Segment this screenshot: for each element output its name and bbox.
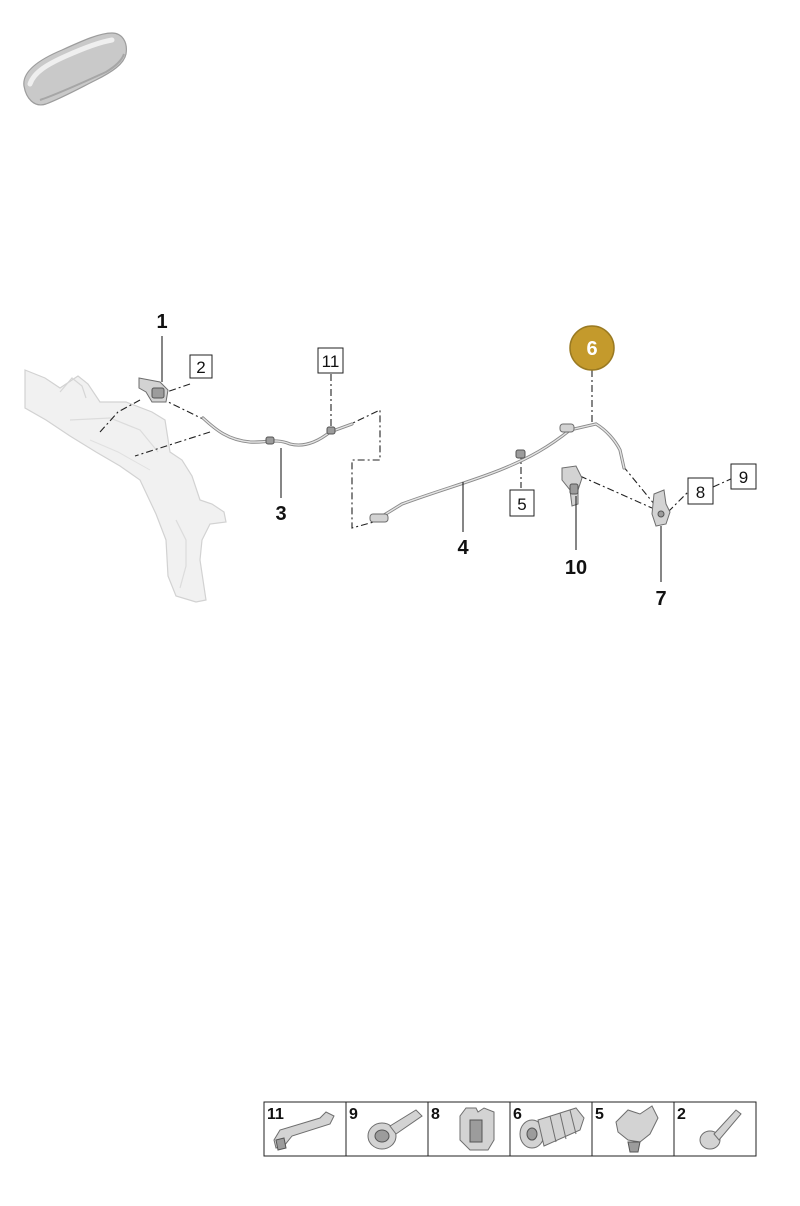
svg-text:9: 9 — [739, 468, 748, 487]
screw-icon — [699, 1109, 742, 1150]
car-silhouette-icon[interactable] — [23, 32, 127, 106]
flange-bolt-icon — [367, 1109, 423, 1150]
grommet-icon — [519, 1107, 585, 1149]
legend-cell[interactable]: 2 — [677, 1106, 742, 1150]
leader-lines — [161, 336, 662, 582]
release-lever-part[interactable] — [138, 377, 169, 403]
legend-cell[interactable]: 11 — [267, 1106, 335, 1151]
boxed-label-8[interactable]: 8 — [687, 477, 714, 505]
cable-3 — [201, 416, 354, 447]
front-body-frame — [24, 369, 227, 603]
assembly-lines — [99, 370, 734, 529]
callout-7: 7 — [655, 588, 666, 610]
clip-bracket-icon — [273, 1111, 335, 1151]
boxed-label-9[interactable]: 9 — [730, 463, 757, 490]
callout-1: 1 — [156, 311, 167, 333]
boxed-label-11[interactable]: 11 — [317, 347, 344, 374]
hood-lock-part[interactable] — [651, 489, 671, 527]
spring-nut-clip-icon — [459, 1107, 495, 1151]
legend-cell[interactable]: 8 — [431, 1106, 495, 1151]
legend-number: 5 — [595, 1106, 604, 1123]
legend-number: 8 — [431, 1106, 440, 1123]
highlight-label: 6 — [586, 338, 597, 360]
svg-text:2: 2 — [196, 358, 205, 377]
callout-10: 10 — [565, 557, 587, 579]
cable-4 — [369, 422, 626, 523]
legend-number: 11 — [267, 1106, 284, 1123]
legend-number: 9 — [349, 1106, 358, 1123]
legend-number: 6 — [513, 1106, 522, 1123]
highlight-circle — [569, 325, 615, 371]
cable-holder-clip-icon — [615, 1105, 659, 1153]
boxed-label-5[interactable]: 5 — [509, 489, 535, 517]
svg-text:5: 5 — [517, 495, 526, 514]
callout-4: 4 — [457, 537, 469, 559]
parts-legend: 11 9 8 6 — [263, 1101, 757, 1157]
legend-cell[interactable]: 6 — [513, 1106, 585, 1149]
callout-3: 3 — [275, 503, 286, 525]
svg-text:11: 11 — [322, 352, 340, 371]
boxed-label-2[interactable]: 2 — [189, 354, 213, 379]
legend-number: 2 — [677, 1106, 686, 1123]
highlighted-part-6[interactable]: 6 — [569, 325, 615, 371]
svg-text:8: 8 — [696, 483, 705, 502]
legend-cell[interactable]: 9 — [349, 1106, 423, 1150]
legend-cell[interactable]: 5 — [595, 1105, 659, 1153]
sensor-part[interactable] — [561, 465, 583, 507]
